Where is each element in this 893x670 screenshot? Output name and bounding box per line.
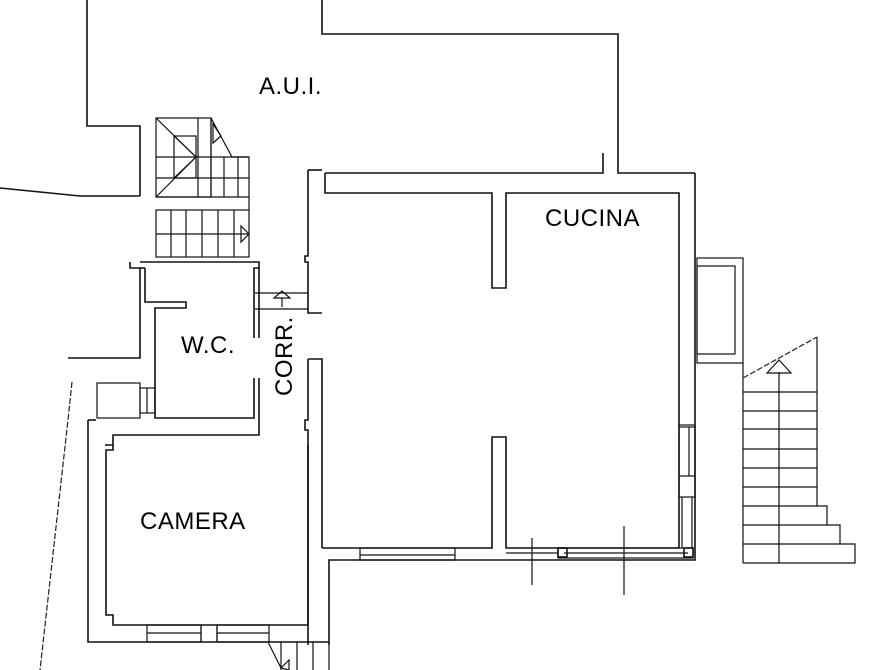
wc-walls xyxy=(68,261,260,446)
aui-boundary xyxy=(0,0,695,197)
room-label-corridor: CORR. xyxy=(271,316,298,396)
room-label-aui: A.U.I. xyxy=(259,73,323,100)
exterior-staircase xyxy=(742,336,856,564)
lower-staircase xyxy=(267,641,330,670)
cucina-side-window xyxy=(506,257,744,595)
room-label-cucina: CUCINA xyxy=(545,205,641,232)
camera-walls xyxy=(39,381,329,670)
room-label-camera: CAMERA xyxy=(140,508,246,535)
main-walls xyxy=(322,173,696,645)
room-label-wc: W.C. xyxy=(181,332,235,359)
upper-staircase xyxy=(155,117,250,258)
corridor xyxy=(255,169,323,645)
